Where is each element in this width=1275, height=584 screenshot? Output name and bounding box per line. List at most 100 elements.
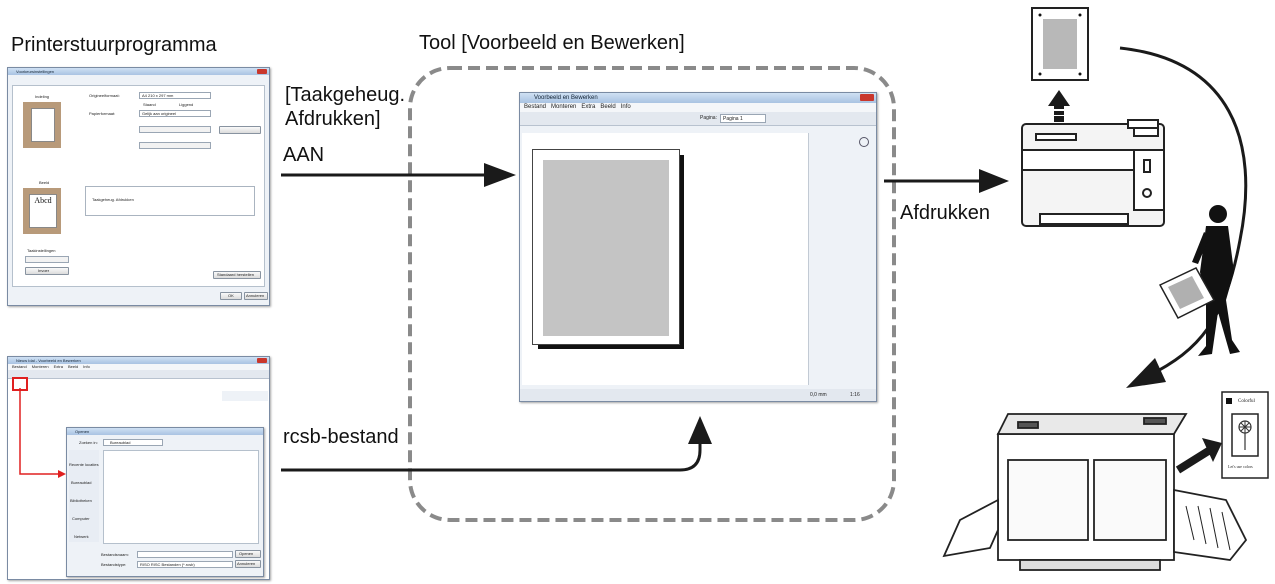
printer-driver-label: Printerstuurprogramma	[11, 34, 217, 56]
preview-title: Voorbeeld en Bewerken	[534, 95, 598, 101]
menu-mount[interactable]: Monteren	[31, 364, 49, 369]
close-icon[interactable]	[257, 358, 267, 363]
cancel-button[interactable]: Annuleren	[244, 292, 268, 300]
open-button[interactable]: Openen	[235, 550, 261, 558]
cancel-button[interactable]: Annuleren	[235, 560, 261, 568]
preview-canvas[interactable]	[522, 133, 808, 385]
tool-title-label: Tool [Voorbeeld en Bewerken]	[419, 32, 685, 54]
tool-boundary	[408, 66, 896, 522]
driver-titlebar: Voorkeursinstellingen	[8, 68, 269, 75]
disabled-select-1	[139, 126, 211, 133]
driver-title: Voorkeursinstellingen	[16, 69, 55, 74]
paper-output-arrow	[1048, 90, 1070, 122]
menu-view[interactable]: Beeld	[600, 104, 616, 110]
orientation-standing[interactable]: Staand	[143, 102, 156, 107]
settings-label: Taakinstellingen	[27, 248, 56, 253]
close-icon[interactable]	[860, 94, 874, 101]
job-store-group: Taakgeheug. Afdrukken	[85, 186, 255, 216]
save-button[interactable]: Invoer	[25, 267, 69, 275]
rcsb-file-label: rcsb-bestand	[283, 426, 399, 448]
filetype-value: RISO RISC Bestanden (*.rcsb)	[140, 562, 195, 567]
default-button-label: Standaard herstellen	[217, 272, 254, 277]
filetype-select[interactable]: RISO RISC Bestanden (*.rcsb)	[137, 561, 233, 568]
original-format-value: A4 210 x 297 mm	[142, 93, 174, 98]
cancel-label: Annuleren	[246, 293, 265, 298]
red-connector	[19, 388, 66, 478]
place-desktop[interactable]: Bureaublad	[71, 480, 92, 485]
duplicator-icon	[942, 413, 1248, 571]
place-network[interactable]: Netwerk	[74, 534, 89, 539]
poster-icon	[1221, 391, 1269, 479]
status-bar: 0,0 mm 1:16	[520, 389, 876, 401]
open-parent-window: Nieuw Idal - Voorbeeld en Bewerken Besta…	[7, 356, 270, 580]
ok-button[interactable]: OK	[220, 292, 242, 300]
open-button-label: Openen	[239, 551, 254, 556]
disabled-button	[219, 126, 261, 134]
open-dialog-title: Openen	[75, 429, 90, 434]
page-value: Pagina 1	[723, 116, 743, 122]
look-in-label: Zoeken in:	[79, 440, 98, 445]
layout-preview	[23, 102, 61, 148]
status-scale: 1:16	[850, 392, 860, 398]
image-preview: Abcd	[23, 188, 61, 234]
status-position: 0,0 mm	[810, 392, 827, 398]
original-format-select[interactable]: A4 210 x 297 mm	[139, 92, 211, 99]
menu-file[interactable]: Bestand	[12, 364, 27, 369]
menu-file[interactable]: Bestand	[524, 104, 547, 110]
job-store-checkbox[interactable]: Taakgeheug. Afdrukken	[92, 197, 134, 202]
places-bar: Recente locaties Bureaublad Bibliotheken…	[69, 450, 99, 542]
zoom-tools	[222, 391, 268, 401]
side-panel	[808, 133, 873, 385]
menu-extra[interactable]: Extra	[53, 364, 63, 369]
default-button[interactable]: Standaard herstellen	[213, 271, 261, 279]
menu-view[interactable]: Beeld	[67, 364, 79, 369]
preview-titlebar: Voorbeeld en Bewerken	[520, 93, 876, 103]
open-parent-title: Nieuw Idal - Voorbeeld en Bewerken	[16, 358, 81, 363]
zoom-icon[interactable]	[859, 137, 869, 147]
place-computer[interactable]: Computer	[72, 516, 90, 521]
open-dialog: Openen Zoeken in: Bureaublad Recente loc…	[66, 427, 264, 577]
layout-label: Indeling	[35, 94, 50, 99]
close-icon[interactable]	[257, 69, 267, 74]
driver-window: Voorkeursinstellingen BasisIndelingBeeld…	[7, 67, 270, 306]
menu-mount[interactable]: Monteren	[551, 104, 577, 110]
filetype-label: Bestandstype:	[101, 562, 127, 567]
arrow-head-preview	[484, 163, 516, 187]
laser-printer-icon	[1021, 119, 1165, 227]
menu-extra[interactable]: Extra	[581, 104, 596, 110]
poster-caption: Let's use colors	[1228, 464, 1253, 469]
print-label: Afdrukken	[900, 202, 991, 224]
orientation-lying[interactable]: Liggend	[179, 102, 194, 107]
open-parent-titlebar: Nieuw Idal - Voorbeeld en Bewerken	[8, 357, 269, 364]
menu-info[interactable]: Info	[83, 364, 90, 369]
place-recent[interactable]: Recente locaties	[69, 462, 99, 467]
paper-format-label: Papierformaat:	[89, 111, 116, 116]
cancel-button-label: Annuleren	[237, 561, 256, 566]
carried-document-icon	[1158, 267, 1216, 319]
job-store-label-line1: [Taakgeheug.	[285, 84, 406, 106]
preview-toolbar: Pagina: Pagina 1	[520, 112, 876, 126]
arrow-to-poster	[1175, 446, 1213, 474]
image-label: Beeld	[39, 180, 50, 185]
menu-info[interactable]: Info	[620, 104, 631, 110]
driver-tab-pane: Indeling Beeld Abcd Origineelformaat: A4…	[12, 85, 265, 287]
page-preview	[532, 149, 680, 345]
look-in-select[interactable]: Bureaublad	[103, 439, 163, 446]
open-parent-menu: Bestand Monteren Extra Beeld Info	[8, 364, 269, 370]
look-in-value: Bureaublad	[110, 440, 131, 445]
paper-format-select[interactable]: Gelijk aan origineel	[139, 110, 211, 117]
open-parent-toolbar	[8, 370, 269, 379]
file-list[interactable]	[103, 450, 259, 544]
page-select[interactable]: Pagina 1	[720, 114, 766, 123]
preview-window: Voorbeeld en Bewerken Bestand Monteren Ext…	[519, 92, 877, 402]
disabled-select-2	[139, 142, 211, 149]
ok-label: OK	[228, 293, 234, 298]
open-dialog-titlebar: Openen	[67, 428, 263, 435]
page-content	[543, 160, 669, 336]
job-store-label-line2: Afdrukken]	[285, 108, 381, 130]
settings-select[interactable]	[25, 256, 69, 263]
place-libraries[interactable]: Bibliotheken	[70, 498, 92, 503]
filename-input[interactable]	[137, 551, 233, 558]
arrow-rcsb	[281, 440, 702, 472]
